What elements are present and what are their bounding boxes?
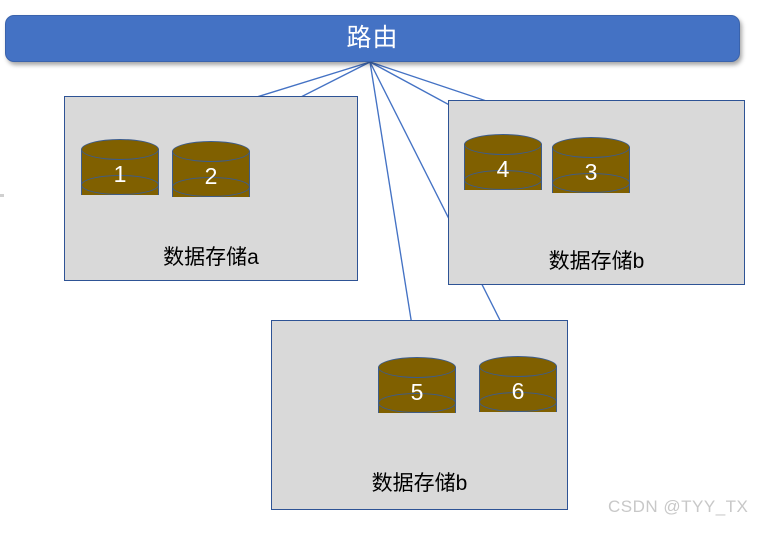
data-node-4-label: 4: [496, 156, 510, 182]
data-node-1[interactable]: 1: [81, 139, 159, 205]
data-node-2-label: 2: [204, 163, 218, 189]
data-node-5[interactable]: 5: [378, 357, 456, 423]
cylinder-bottom: [479, 392, 557, 412]
watermark: CSDN @TYY_TX: [608, 497, 749, 516]
cylinder-top: [378, 357, 456, 378]
data-node-1-label: 1: [113, 161, 127, 187]
cylinder-bottom: [464, 170, 542, 190]
cylinder-top: [552, 137, 630, 158]
router-node[interactable]: 路由: [5, 15, 740, 62]
cylinder-top: [464, 134, 542, 155]
cylinder-top: [172, 141, 250, 162]
data-node-3[interactable]: 3: [552, 137, 630, 203]
data-store-group-b-right-label: 数据存储b: [548, 250, 645, 273]
router-label: 路由: [346, 24, 399, 52]
cylinder-bottom: [552, 173, 630, 193]
data-node-3-label: 3: [584, 159, 598, 185]
cylinder-bottom: [378, 393, 456, 413]
cylinder-bottom: [172, 177, 250, 197]
data-node-5-label: 5: [410, 379, 424, 405]
cylinder-top: [81, 139, 159, 160]
cylinder-bottom: [81, 175, 159, 195]
data-node-6[interactable]: 6: [479, 356, 557, 422]
data-store-group-b-bottom[interactable]: 数据存储b: [271, 320, 568, 510]
data-node-4[interactable]: 4: [464, 134, 542, 200]
data-node-2[interactable]: 2: [172, 141, 250, 207]
edge-artifact: [0, 194, 4, 197]
data-store-group-a-label: 数据存储a: [163, 246, 259, 269]
data-node-6-label: 6: [511, 378, 525, 404]
data-store-group-b-bottom-label: 数据存储b: [371, 472, 468, 495]
cylinder-top: [479, 356, 557, 377]
arrow-router-to-5: [369, 61, 417, 357]
